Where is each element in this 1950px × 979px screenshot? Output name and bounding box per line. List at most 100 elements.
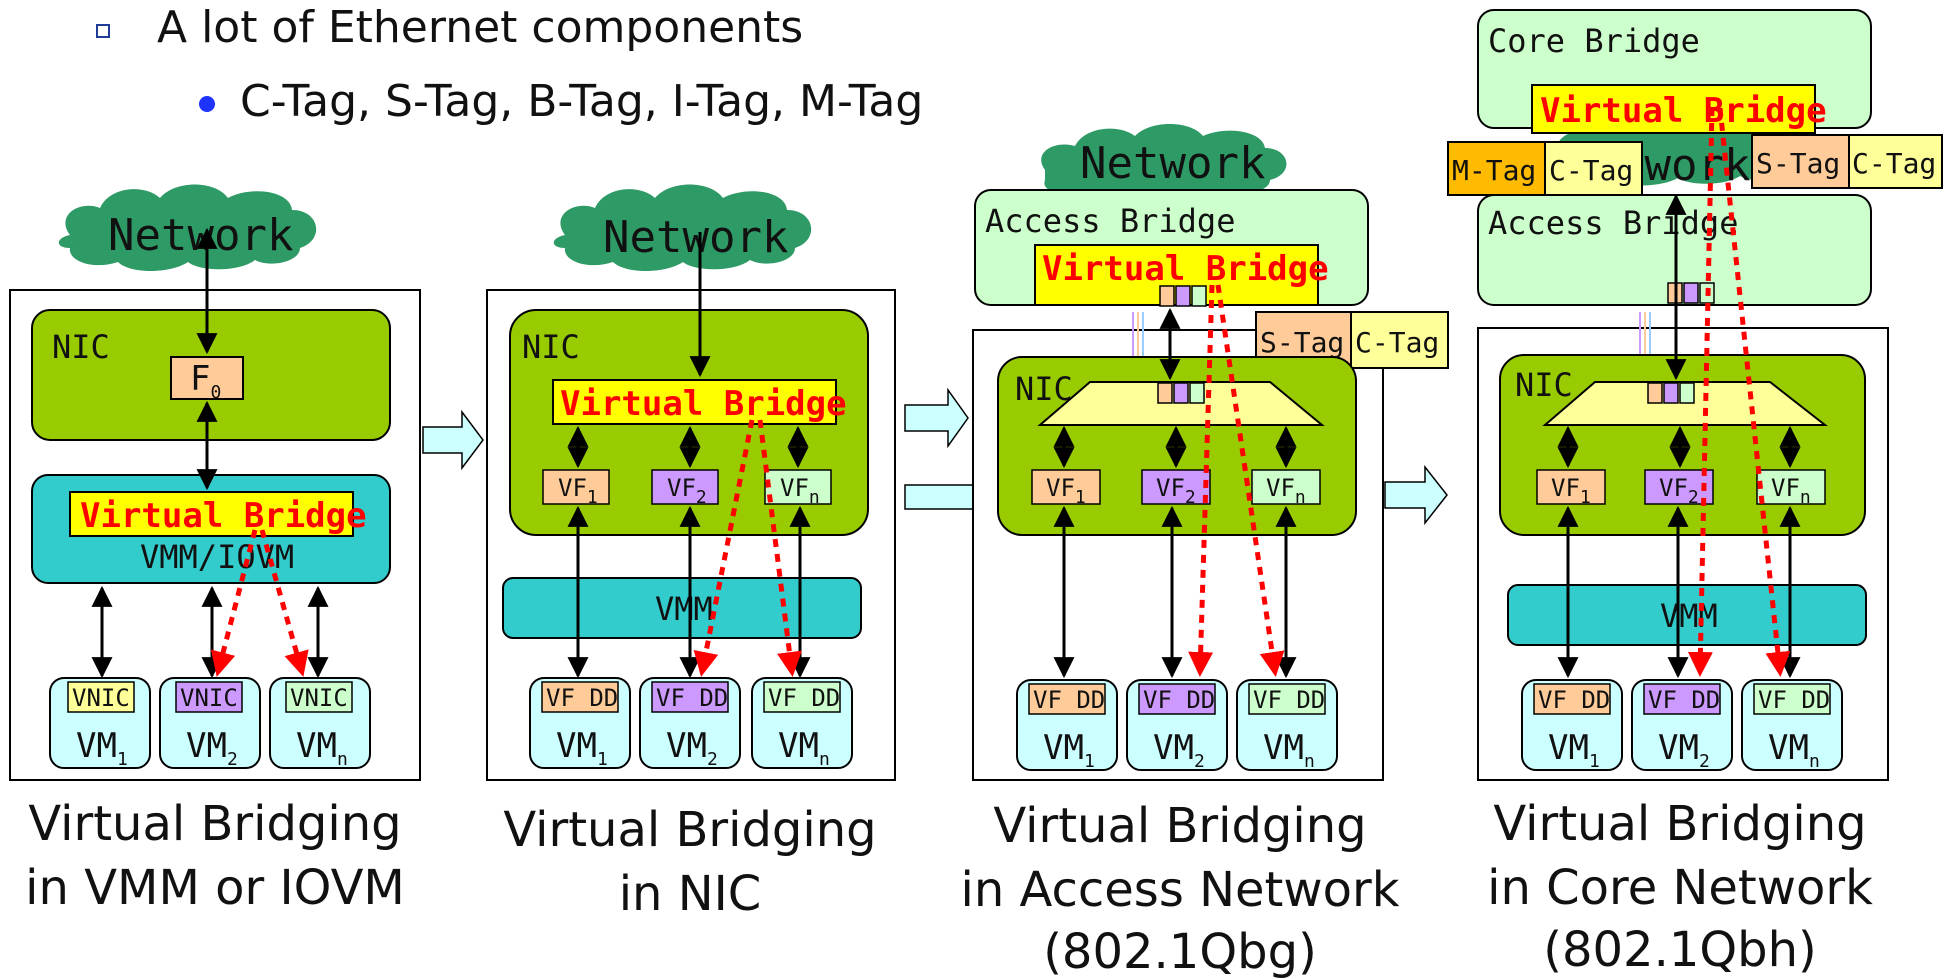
virtual-bridge-box <box>1531 84 1816 134</box>
nic-label: NIC <box>1015 370 1073 408</box>
caption-line3: (802.1Qbh) <box>1543 922 1817 978</box>
network-cloud: Network <box>1041 124 1287 200</box>
vf-dd-label: VF DD <box>546 684 618 712</box>
vf-dd-label: VF DD <box>1758 686 1830 714</box>
vf-dd-label: VF DD <box>1648 686 1720 714</box>
vf-dd-label: VF DD <box>1253 686 1325 714</box>
svg-text:VM2: VM2 <box>666 726 718 770</box>
svg-text:VFn: VFn <box>780 474 820 508</box>
panel-nic-bridging: Network NIC Virtual Bridge VF1 VF2 VFn V… <box>486 184 896 922</box>
vmm-iovm-label: VMM/IOVM <box>140 538 294 576</box>
vm-1: VNIC VM1 <box>49 677 151 770</box>
nic-label: NIC <box>52 328 110 366</box>
vm-2: VNIC VM2 <box>159 677 261 770</box>
caption-line2: in Core Network <box>1487 860 1873 916</box>
svg-text:VF1: VF1 <box>558 474 598 508</box>
vm-2: VF DD VM2 <box>1631 679 1733 772</box>
svg-text:VF1: VF1 <box>1046 474 1086 508</box>
vmm-label: VMM <box>655 590 713 628</box>
vm-2: VF DD VM2 <box>1126 679 1228 772</box>
caption-line2: in NIC <box>619 866 762 922</box>
vf-dd-label: VF DD <box>768 684 840 712</box>
vm-2: VF DD VM2 <box>639 677 741 770</box>
access-bridge-label: Access Bridge <box>1488 204 1738 242</box>
vnic-label: VNIC <box>72 684 130 712</box>
vm-1: VF DD VM1 <box>1521 679 1623 772</box>
c-tag-box <box>1350 311 1449 369</box>
network-label: Network <box>1080 138 1265 189</box>
caption-line2: in Access Network <box>960 862 1399 918</box>
svg-text:VM1: VM1 <box>76 726 128 770</box>
virtual-bridge-label: Virtual Bridge <box>1540 91 1827 131</box>
c-tag-label: C-Tag <box>1355 326 1439 359</box>
access-bridge-label: Access Bridge <box>985 202 1235 240</box>
arrow-right-icon <box>904 387 969 449</box>
bullet-level1: A lot of Ethernet components <box>157 2 803 53</box>
vmm-label: VMM <box>1660 597 1718 635</box>
arrow-right-icon <box>1384 464 1448 526</box>
vf-dd-label: VF DD <box>1143 686 1215 714</box>
bullet-level2: C-Tag, S-Tag, B-Tag, I-Tag, M-Tag <box>240 76 923 127</box>
panel-core-bridging: Core Bridge Network Virtual Bridge M-Tag… <box>1447 9 1943 978</box>
network-cloud: Network <box>553 184 812 271</box>
svg-text:VFn: VFn <box>1266 474 1306 508</box>
c-tag-box <box>1848 134 1943 189</box>
network-cloud: Network <box>58 184 317 271</box>
network-label: Network <box>603 212 788 263</box>
svg-text:VMn: VMn <box>778 726 830 770</box>
caption-line1: Virtual Bridging <box>28 796 401 852</box>
svg-text:VF2: VF2 <box>1156 474 1196 508</box>
vf-dd-label: VF DD <box>1538 686 1610 714</box>
svg-text:VM2: VM2 <box>1153 728 1205 772</box>
svg-text:VM2: VM2 <box>186 726 238 770</box>
core-bridge-label: Core Bridge <box>1488 22 1700 60</box>
virtual-bridge-label: Virtual Bridge <box>560 384 847 424</box>
s-tag-label: S-Tag <box>1260 326 1344 359</box>
svg-text:VF2: VF2 <box>667 474 707 508</box>
caption-line3: (802.1Qbg) <box>1043 924 1317 979</box>
caption-line2: in VMM or IOVM <box>25 860 405 916</box>
m-tag-box <box>1447 141 1546 196</box>
arrow-right-icon <box>422 409 484 471</box>
vf-dd-label: VF DD <box>656 684 728 712</box>
svg-text:VM1: VM1 <box>1043 728 1095 772</box>
vm-n: VF DD VMn <box>751 677 853 770</box>
svg-text:VF2: VF2 <box>1659 474 1699 508</box>
svg-text:VM1: VM1 <box>556 726 608 770</box>
network-label: Network <box>108 210 293 261</box>
svg-text:VMn: VMn <box>1263 728 1315 772</box>
svg-text:VF1: VF1 <box>1551 474 1591 508</box>
virtual-bridge-label: Virtual Bridge <box>1042 249 1329 289</box>
m-tag-label: M-Tag <box>1452 154 1536 187</box>
vm-1: VF DD VM1 <box>529 677 631 770</box>
caption-line1: Virtual Bridging <box>503 802 876 858</box>
vf-dd-label: VF DD <box>1033 686 1105 714</box>
virtual-bridge-box <box>69 491 354 537</box>
vm-n: VF DD VMn <box>1741 679 1843 772</box>
c-tag-box <box>1544 141 1643 196</box>
connector-bar <box>904 484 976 510</box>
panel-vmm-bridging: Network NIC F0 Virtual Bridge VMM/IOVM V… <box>9 184 421 916</box>
panel-access-bridging: Network Access Bridge Virtual Bridge S-T… <box>960 124 1449 979</box>
c-tag-label: C-Tag <box>1852 147 1936 180</box>
caption-line1: Virtual Bridging <box>1493 796 1866 852</box>
f0-label: F0 <box>190 359 221 403</box>
svg-text:VM2: VM2 <box>1658 728 1710 772</box>
vnic-label: VNIC <box>290 684 348 712</box>
svg-text:VM1: VM1 <box>1548 728 1600 772</box>
svg-text:VFn: VFn <box>1771 474 1811 508</box>
svg-text:VMn: VMn <box>1768 728 1820 772</box>
virtual-bridge-box <box>552 379 837 425</box>
vnic-label: VNIC <box>180 684 238 712</box>
svg-text:VMn: VMn <box>296 726 348 770</box>
s-tag-label: S-Tag <box>1756 147 1840 180</box>
bullet-square-icon <box>96 24 110 38</box>
c-tag-label: C-Tag <box>1549 154 1633 187</box>
nic-label: NIC <box>522 328 580 366</box>
vm-1: VF DD VM1 <box>1016 679 1118 772</box>
caption-line1: Virtual Bridging <box>993 798 1366 854</box>
vm-n: VNIC VMn <box>269 677 371 770</box>
vm-n: VF DD VMn <box>1236 679 1338 772</box>
virtual-bridge-label: Virtual Bridge <box>80 496 367 536</box>
